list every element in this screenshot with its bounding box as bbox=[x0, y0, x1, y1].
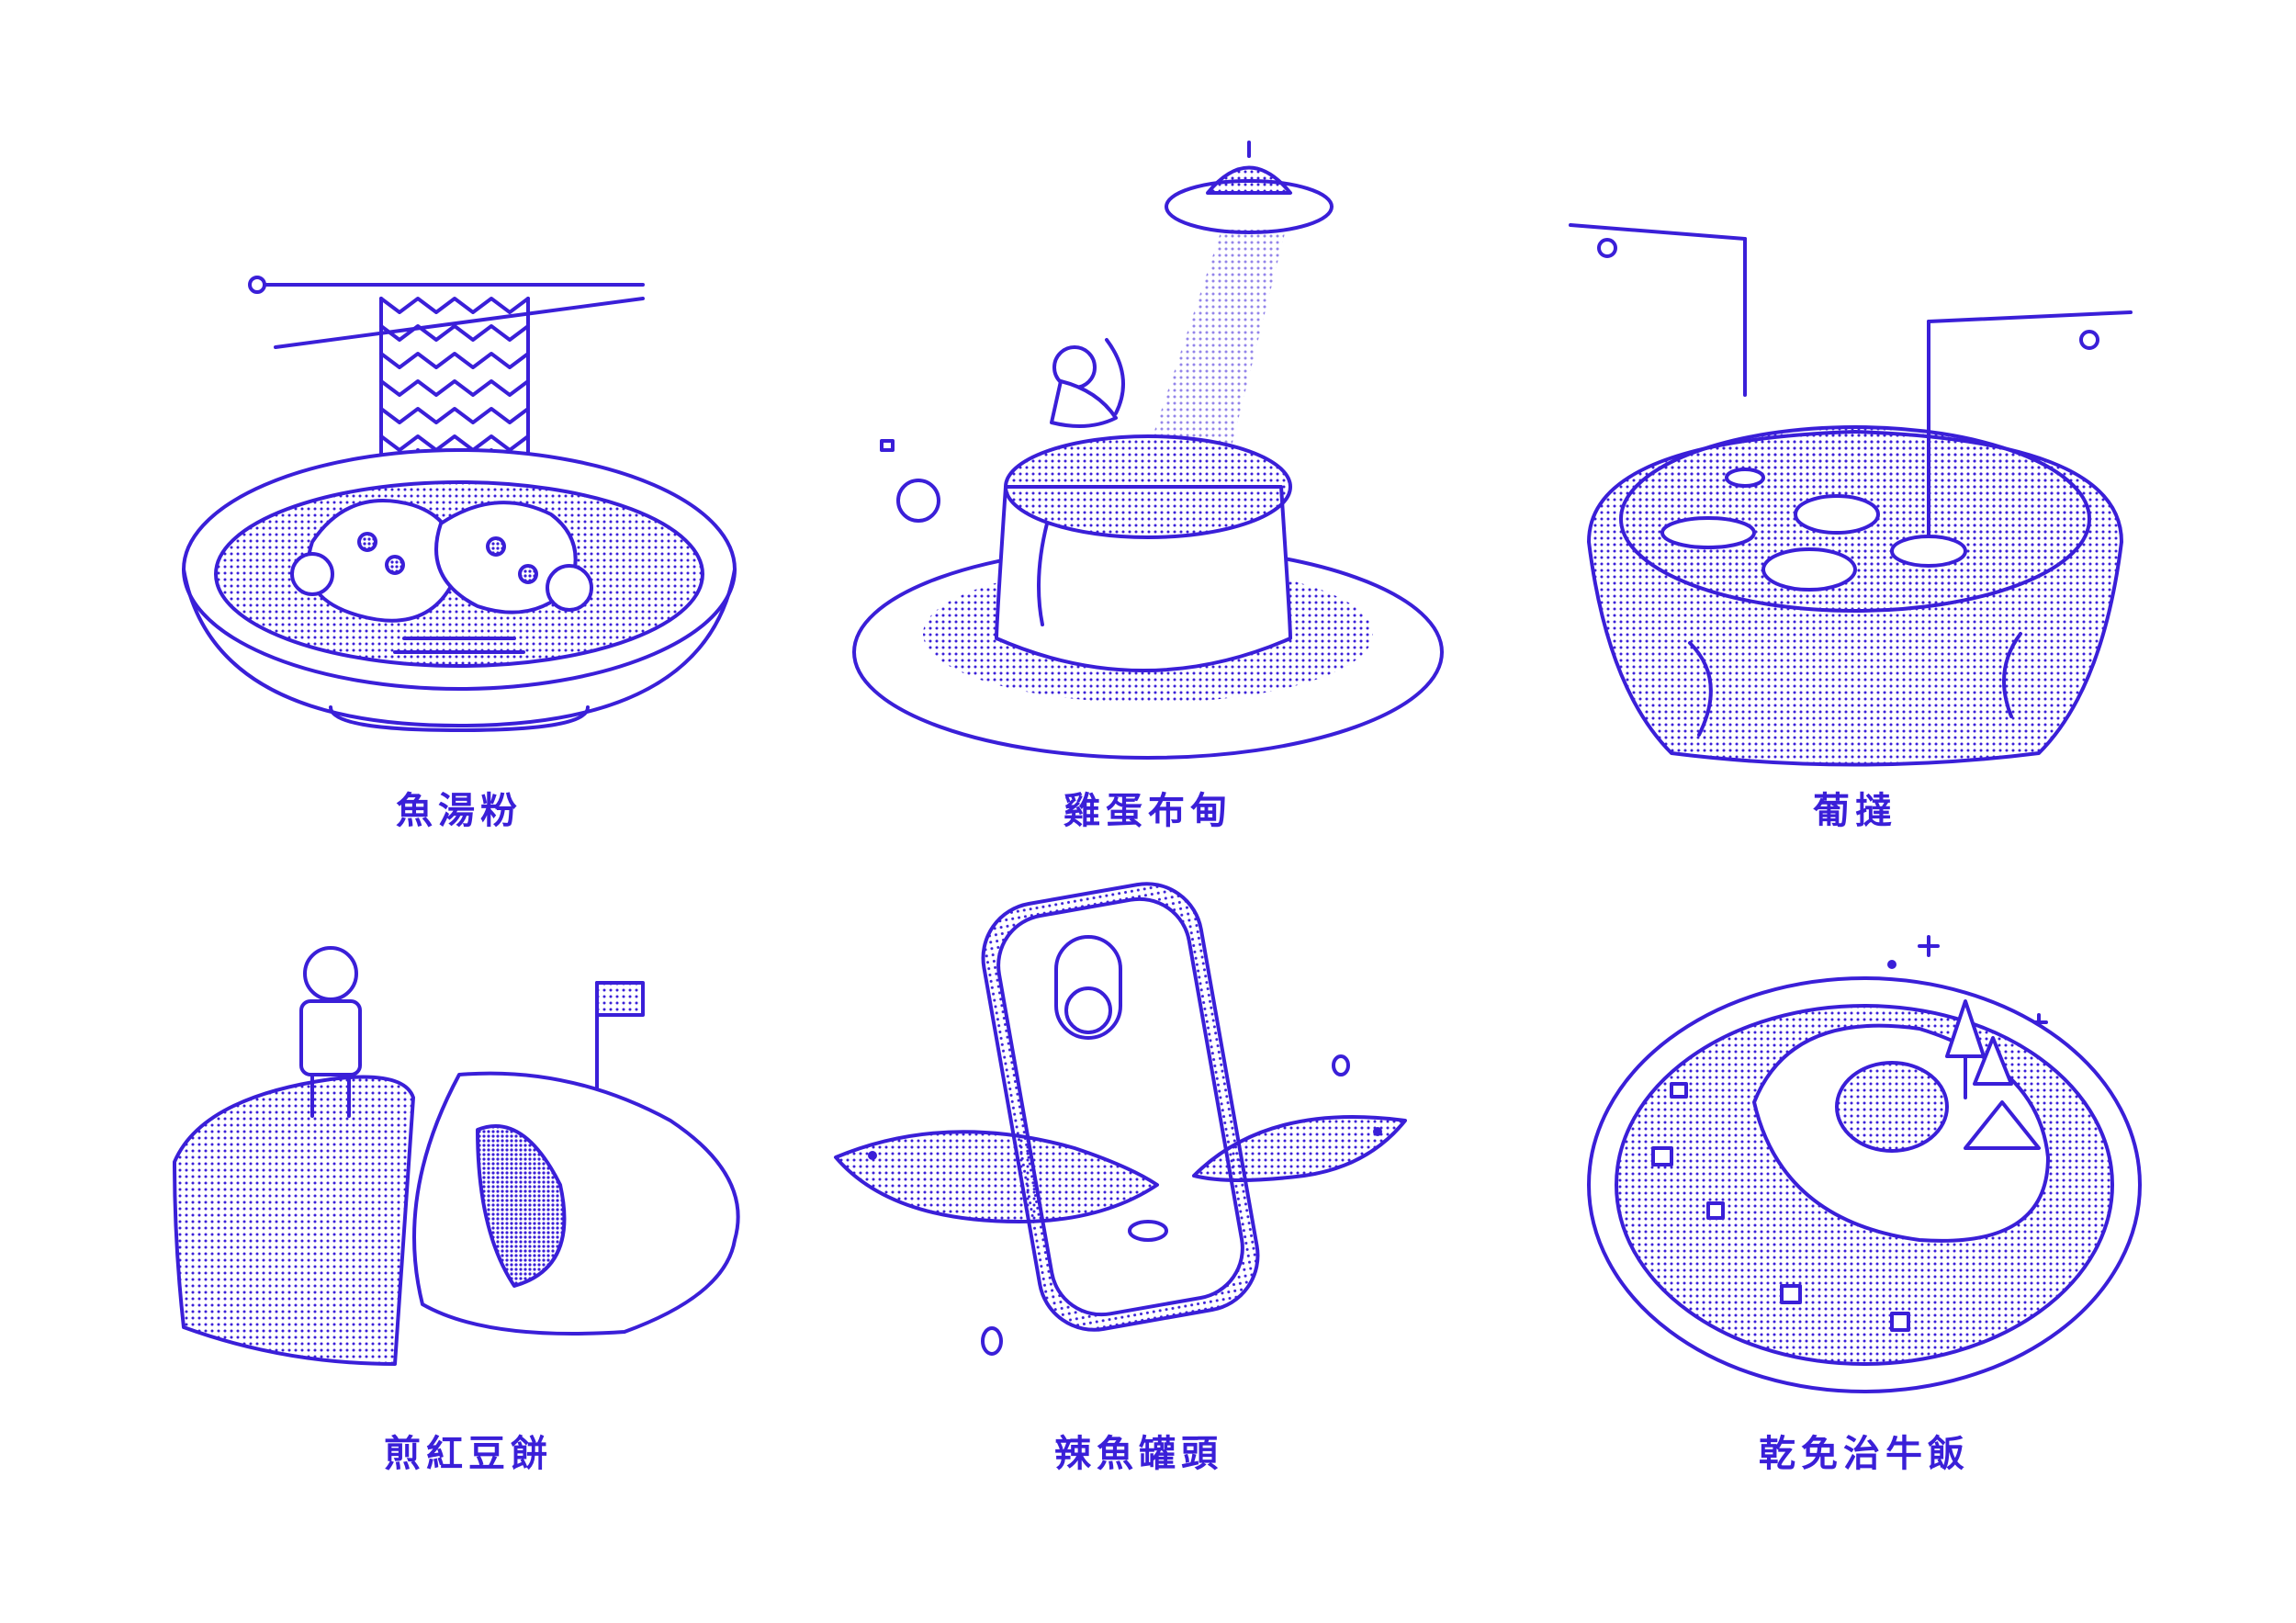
dish-title: 煎紅豆餅 bbox=[384, 1432, 553, 1475]
minced-beef-rice-icon bbox=[1587, 935, 2142, 1393]
dish-title: 葡撻 bbox=[1813, 789, 1897, 832]
dish-card-fish-soup-noodles: 魚湯粉 bbox=[165, 211, 753, 836]
dish-title: 魚湯粉 bbox=[396, 789, 523, 832]
dish-card-red-bean-pancake: 煎紅豆餅 bbox=[165, 937, 771, 1488]
dish-title: 乾免治牛飯 bbox=[1759, 1432, 1970, 1475]
dish-card-minced-beef-rice: 乾免治牛飯 bbox=[1580, 928, 2149, 1488]
egg-pudding-icon bbox=[852, 141, 1444, 760]
dish-card-egg-tart: 葡撻 bbox=[1561, 202, 2149, 836]
spicy-sardine-can-icon bbox=[834, 882, 1407, 1356]
dish-title: 雞蛋布甸 bbox=[1064, 789, 1232, 832]
dish-card-egg-pudding: 雞蛋布甸 bbox=[845, 138, 1451, 836]
dish-card-spicy-sardine-can: 辣魚罐頭 bbox=[827, 882, 1451, 1488]
red-bean-pancake-icon bbox=[173, 946, 740, 1366]
egg-tart-icon bbox=[1569, 223, 2133, 767]
dish-title: 辣魚罐頭 bbox=[1054, 1432, 1223, 1475]
fish-soup-noodles-icon bbox=[182, 276, 737, 732]
